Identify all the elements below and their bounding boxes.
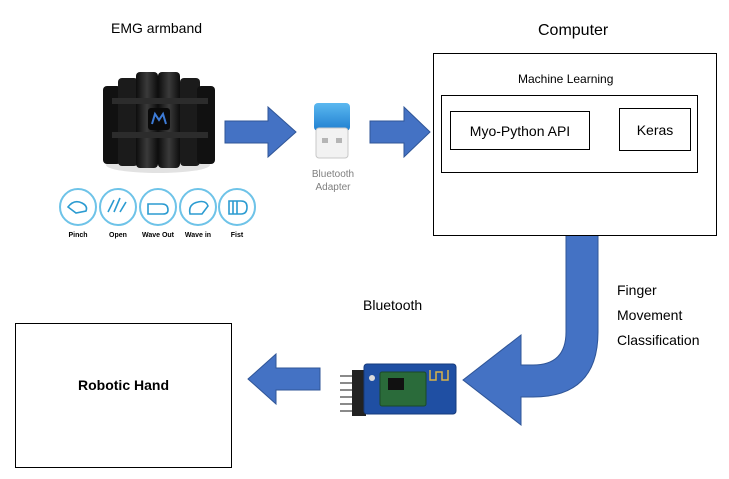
bluetooth-module-image	[340, 363, 457, 416]
computer-title: Computer	[538, 22, 609, 39]
classification-line1: Finger	[617, 282, 657, 298]
keras-label: Keras	[636, 121, 674, 138]
pinch-gesture-icon	[59, 188, 97, 226]
arrow-module-to-hand	[247, 352, 321, 406]
adapter-caption: Bluetooth Adapter	[298, 168, 368, 194]
arrow-adapter-to-computer	[369, 105, 431, 159]
gesture-label-open: Open	[109, 232, 127, 239]
open-gesture-icon	[99, 188, 137, 226]
gesture-icons	[59, 188, 256, 226]
classification-line3: Classification	[617, 332, 700, 348]
bluetooth-label: Bluetooth	[363, 297, 423, 313]
gesture-label-pinch: Pinch	[68, 232, 88, 239]
classification-line2: Movement	[617, 307, 683, 323]
arrow-computer-to-module	[462, 234, 599, 427]
wave-in-gesture-icon	[179, 188, 217, 226]
gesture-label-wave-in: Wave in	[184, 232, 212, 239]
fist-gesture-icon	[218, 188, 256, 226]
myo-python-api-label: Myo-Python API	[469, 122, 571, 139]
emg-armband-image	[103, 72, 215, 173]
gesture-label-fist: Fist	[230, 232, 244, 239]
adapter-caption-line1: Bluetooth	[311, 169, 355, 180]
classification-caption: Finger Movement Classification	[617, 278, 699, 353]
myo-python-api-box: Myo-Python API	[450, 111, 590, 150]
armband-title: EMG armband	[111, 20, 203, 36]
robotic-hand-box: Robotic Hand	[15, 323, 232, 468]
adapter-caption-line2: Adapter	[315, 182, 351, 193]
bluetooth-adapter-icon	[314, 103, 350, 159]
arrow-armband-to-adapter	[224, 105, 297, 159]
robotic-hand-label: Robotic Hand	[78, 376, 169, 393]
wave-out-gesture-icon	[139, 188, 177, 226]
keras-box: Keras	[619, 108, 691, 151]
gesture-label-wave-out: Wave Out	[141, 232, 175, 239]
machine-learning-title: Machine Learning	[518, 72, 614, 86]
